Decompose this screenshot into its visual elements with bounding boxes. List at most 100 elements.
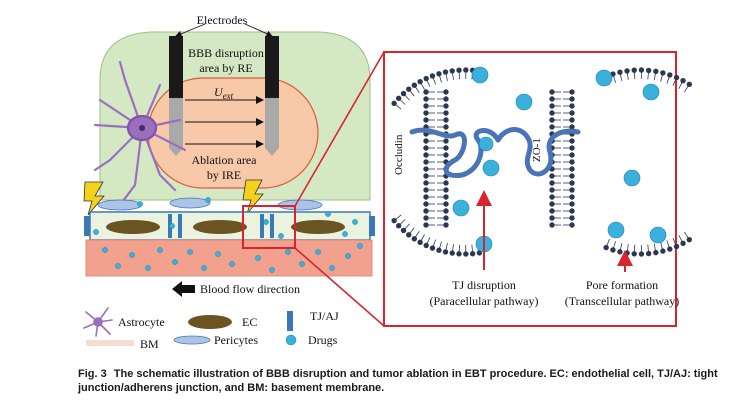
lipid-head xyxy=(549,110,555,116)
drug-particles-left xyxy=(93,197,363,273)
blood-flow-label: Blood flow direction xyxy=(200,282,300,296)
blood-vessel xyxy=(85,239,373,277)
legend: Astrocyte EC TJ/AJ BM Pericytes Drugs xyxy=(83,307,339,351)
lipid-head xyxy=(569,145,575,151)
zo1-protein-right xyxy=(495,127,581,177)
lipid-head xyxy=(680,240,686,247)
lipid-head xyxy=(549,96,555,102)
lipid-head xyxy=(569,110,575,116)
zoom-source-box xyxy=(242,205,296,249)
lipid-head xyxy=(423,159,429,165)
lipid-head xyxy=(429,245,436,251)
lipid-head xyxy=(423,145,429,151)
lipid-head xyxy=(443,222,449,228)
lipid-head xyxy=(423,215,429,221)
lipid-head xyxy=(549,173,555,179)
lipid-head xyxy=(443,180,449,186)
legend-ec-label: EC xyxy=(242,315,257,329)
legend-tjaj-label: TJ/AJ xyxy=(310,309,339,323)
lipid-head xyxy=(549,201,555,207)
lipid-head xyxy=(395,95,402,101)
lipid-head xyxy=(423,201,429,207)
lipid-head xyxy=(436,247,442,253)
lipid-head xyxy=(549,103,555,109)
lipid-head xyxy=(549,194,555,200)
zoom-connector-top xyxy=(294,51,385,207)
lipid-head xyxy=(443,201,449,207)
uext-label: Uext xyxy=(214,85,234,101)
lipid-head xyxy=(429,73,436,79)
astrocyte-illustration xyxy=(93,60,187,207)
bbb-disruption-label-line1: BBB disruption xyxy=(188,46,264,60)
lipid-head xyxy=(423,187,429,193)
lipid-head xyxy=(443,145,449,151)
lipid-head xyxy=(443,208,449,214)
lipid-head xyxy=(686,236,692,243)
lipid-head xyxy=(653,68,659,75)
tj-disruption-label-line2: (Paracellular pathway) xyxy=(430,294,539,308)
lipid-head xyxy=(423,103,429,109)
lipid-head xyxy=(549,124,555,130)
lipid-head xyxy=(423,222,429,228)
lipid-head xyxy=(423,173,429,179)
lipid-head xyxy=(617,249,623,255)
lipid-head xyxy=(417,78,423,85)
lipid-head xyxy=(443,215,449,221)
tj-aj-left-end xyxy=(84,216,90,236)
electrode-right xyxy=(265,36,279,156)
legend-pericytes-label: Pericytes xyxy=(214,333,258,347)
figure-illustration: Electrodes BBB disruption area by RE Uex… xyxy=(83,13,692,351)
lipid-head xyxy=(569,96,575,102)
lipid-head xyxy=(645,250,652,257)
lipid-head xyxy=(638,251,645,257)
lipid-head xyxy=(423,110,429,116)
lipid-head xyxy=(660,70,666,76)
caption-figure-number: Fig. 3 xyxy=(78,368,107,380)
lipid-head xyxy=(645,67,652,74)
lipid-head xyxy=(549,187,555,193)
lipid-head xyxy=(569,103,575,109)
lipid-head xyxy=(660,248,666,254)
lipid-head xyxy=(549,89,555,95)
lipid-head xyxy=(569,138,575,144)
lipid-head xyxy=(406,232,412,238)
lipid-head xyxy=(569,215,575,221)
lipid-head xyxy=(603,244,609,251)
tj-aj-right-end xyxy=(369,216,375,236)
figure-caption: Fig. 3 The schematic illustration of BBB… xyxy=(78,367,718,395)
lightning-bolt-left xyxy=(83,181,105,216)
lipid-head xyxy=(400,227,407,234)
legend-bm-label: BM xyxy=(140,337,159,351)
lipid-head xyxy=(417,239,423,246)
lipid-head xyxy=(610,247,616,253)
electrodes-pointer-left xyxy=(175,23,206,37)
legend-ec-icon xyxy=(188,315,232,329)
lipid-head xyxy=(423,152,429,158)
lipid-head xyxy=(653,249,659,256)
lipid-head xyxy=(673,74,680,81)
legend-astrocyte-icon xyxy=(83,307,113,337)
lipid-head xyxy=(443,194,449,200)
lipid-head xyxy=(569,187,575,193)
legend-pericytes-icon xyxy=(173,335,211,345)
lipid-head xyxy=(549,180,555,186)
lipid-head xyxy=(569,152,575,158)
lipid-head xyxy=(443,103,449,109)
lightning-bolt-right xyxy=(242,179,264,215)
lipid-head xyxy=(411,236,418,242)
lipid-head xyxy=(569,222,575,228)
lipid-head xyxy=(569,194,575,200)
lipid-head xyxy=(395,223,402,229)
lipid-head xyxy=(617,69,623,75)
occludin-protein-left xyxy=(409,127,501,179)
lipid-head xyxy=(423,117,429,123)
lipid-head xyxy=(569,201,575,207)
lipid-head xyxy=(667,246,673,252)
lipid-head xyxy=(391,100,397,107)
lipid-head xyxy=(631,67,637,73)
lipid-head xyxy=(549,215,555,221)
legend-astrocyte-label: Astrocyte xyxy=(118,315,165,329)
lipid-head xyxy=(569,208,575,214)
lipid-head xyxy=(423,166,429,172)
lipid-head xyxy=(673,243,680,250)
